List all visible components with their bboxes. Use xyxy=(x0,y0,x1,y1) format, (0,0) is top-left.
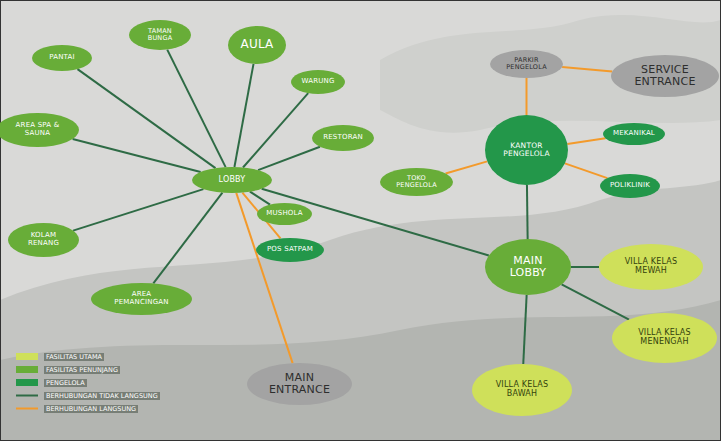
ellipse-node: KOLAM RENANG xyxy=(8,223,79,257)
connector-line xyxy=(167,50,225,168)
legend-text: FASILITAS PENUNJANG xyxy=(44,366,120,374)
node-label: PANTAI xyxy=(49,54,75,62)
ellipse-node: MUSHOLA xyxy=(257,203,312,225)
connector-line xyxy=(78,69,216,168)
legend: FASILITAS UTAMA FASILITAS PENUNJANG PENGEL… xyxy=(16,350,160,415)
connector-line xyxy=(234,64,253,167)
ellipse-node: WARUNG xyxy=(291,70,345,94)
legend-swatch xyxy=(16,353,38,360)
ellipse-node: TAMAN BUNGA xyxy=(129,20,191,50)
node-label: LOBBY xyxy=(219,176,246,185)
connector-line xyxy=(73,139,201,172)
ellipse-node: PARKIR PENGELOLA xyxy=(490,50,563,78)
connector-line xyxy=(562,67,612,71)
connector-line xyxy=(523,295,526,364)
node-label: KOLAM RENANG xyxy=(20,232,68,248)
node-label: POS SATPAM xyxy=(267,246,313,254)
legend-text: BERHUBUNGAN LANGSUNG xyxy=(44,405,138,413)
ellipse-node: POS SATPAM xyxy=(256,238,324,262)
legend-swatch xyxy=(16,366,38,373)
connector-line xyxy=(562,284,629,319)
node-label: VILLA KELAS BAWAH xyxy=(488,381,557,399)
ellipse-node: SERVICE ENTRANCE xyxy=(611,55,719,97)
connector-line xyxy=(446,161,488,173)
legend-row: FASILITAS PENUNJANG xyxy=(16,363,160,376)
node-label: VILLA KELAS MEWAH xyxy=(615,258,687,276)
node-label: TAMAN BUNGA xyxy=(139,28,181,43)
node-label: MAIN ENTRANCE xyxy=(263,372,336,397)
node-label: WARUNG xyxy=(301,78,334,86)
connector-line xyxy=(153,193,222,284)
ellipse-node: MEKANIKAL xyxy=(603,123,665,145)
legend-row: BERHUBUNGAN LANGSUNG xyxy=(16,402,160,415)
ellipse-node: VILLA KELAS MEWAH xyxy=(599,244,703,290)
legend-text: FASILITAS UTAMA xyxy=(44,353,104,361)
ellipse-node: RESTORAN xyxy=(312,125,374,151)
connector-line xyxy=(243,93,308,167)
node-label: POLIKLINIK xyxy=(610,182,650,190)
node-label: MEKANIKAL xyxy=(613,130,655,138)
connector-line xyxy=(567,138,605,144)
ellipse-node: AULA xyxy=(228,26,286,64)
node-label: PARKIR PENGELOLA xyxy=(502,57,552,72)
node-label: TOKO PENGELOLA xyxy=(392,175,442,190)
ellipse-node: VILLA KELAS BAWAH xyxy=(472,364,572,416)
ellipse-node: POLIKLINIK xyxy=(600,174,660,198)
ellipse-node: LOBBY xyxy=(192,167,272,193)
ellipse-node: VILLA KELAS MENENGAH xyxy=(612,313,717,363)
node-label: MUSHOLA xyxy=(266,210,303,218)
legend-row: PENGELOLA xyxy=(16,376,160,389)
node-label: MAIN LOBBY xyxy=(499,255,558,280)
ellipse-node: MAIN ENTRANCE xyxy=(247,363,352,405)
connector-line xyxy=(258,147,320,170)
ellipse-node: AREA SPA & SAUNA xyxy=(0,113,79,147)
node-label: AULA xyxy=(241,38,274,51)
connector-line xyxy=(571,266,599,268)
legend-line-sample xyxy=(16,392,38,399)
node-label: RESTORAN xyxy=(323,134,363,142)
legend-row: FASILITAS UTAMA xyxy=(16,350,160,363)
ellipse-node: MAIN LOBBY xyxy=(485,239,571,295)
connector-line xyxy=(526,78,528,115)
node-label: AREA SPA & SAUNA xyxy=(9,122,66,138)
connector-line xyxy=(73,189,203,230)
legend-row: BERHUBUNGAN TIDAK LANGSUNG xyxy=(16,389,160,402)
legend-text: BERHUBUNGAN TIDAK LANGSUNG xyxy=(44,392,160,400)
ellipse-node: KANTOR PENGELOLA xyxy=(485,115,568,185)
connector-line xyxy=(250,192,270,205)
connector-line xyxy=(526,185,529,239)
connector-line xyxy=(565,163,607,178)
node-label: SERVICE ENTRANCE xyxy=(628,64,703,89)
ellipse-node: TOKO PENGELOLA xyxy=(380,168,453,196)
node-label: KANTOR PENGELOLA xyxy=(498,142,555,159)
legend-swatch xyxy=(16,379,38,386)
legend-line-sample xyxy=(16,405,38,412)
node-label: AREA PEMANCINGAN xyxy=(107,291,177,307)
ellipse-node: PANTAI xyxy=(32,45,92,71)
legend-text: PENGELOLA xyxy=(44,379,87,387)
ellipse-node: AREA PEMANCINGAN xyxy=(91,283,192,315)
node-label: VILLA KELAS MENENGAH xyxy=(628,329,701,347)
